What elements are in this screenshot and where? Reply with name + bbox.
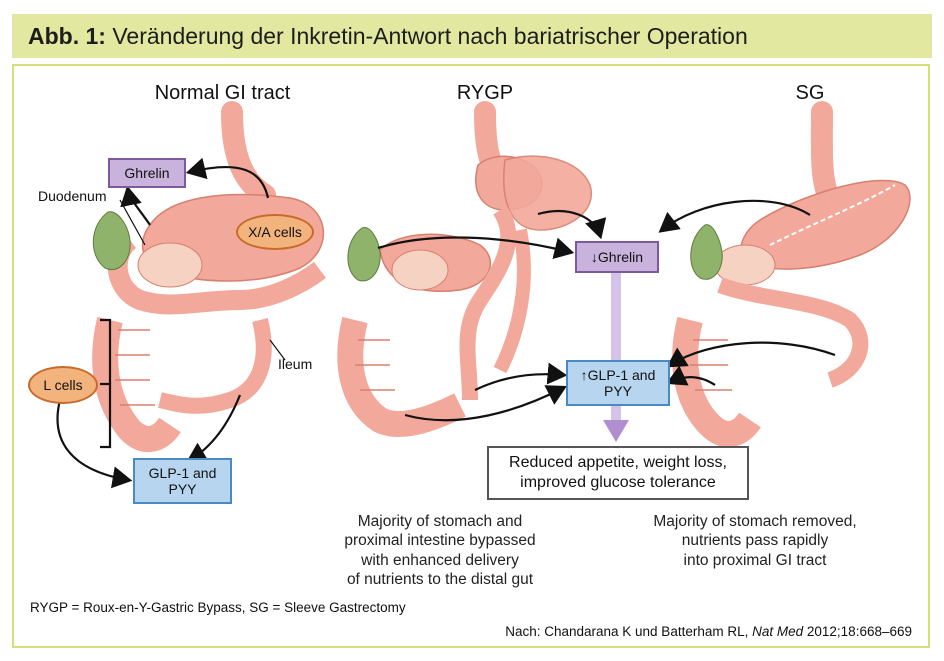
glp1-pyy-increase-line2: PYY [603,383,632,399]
caption-sg-line: nutrients pass rapidly [681,532,829,550]
result-line2: improved glucose tolerance [520,474,716,491]
caption-rygp-line: of nutrients to the distal gut [346,571,534,589]
ghrelin-box: Ghrelin [108,158,186,188]
column-title-normal: Normal GI tract [154,82,291,104]
normal-gi-anatomy [92,101,326,452]
sg-anatomy [672,101,911,447]
column-title-sg: SG [795,82,825,104]
caption-rygp-line: with enhanced delivery [361,551,519,569]
abbreviation-note: RYGP = Roux-en-Y-Gastric Bypass, SG = Sl… [30,600,406,615]
figure-frame [12,64,930,648]
source-suffix: 2012;18:668–669 [803,624,912,639]
source-prefix: Nach: Chandarana K und Batterham RL, [505,624,753,639]
ghrelin-decrease-box: ↓Ghrelin [575,241,659,273]
source-journal: Nat Med [752,624,804,639]
glp1-pyy-increase-box: ↑GLP-1 and PYY [566,360,670,406]
ileum-label: Ileum [278,356,313,372]
figure-header: Abb. 1: Veränderung der Inkretin-Antwort… [12,14,932,58]
rygp-anatomy [337,101,593,437]
caption-sg-line: Majority of stomach removed, [653,513,857,530]
caption-rygp-line: Majority of stomach and [357,513,523,530]
caption-sg: Majority of stomach removed, nutrients p… [630,512,880,570]
caption-sg-line: into proximal GI tract [683,551,827,569]
glp1-pyy-increase-line1: ↑GLP-1 and [580,366,656,383]
result-box: Reduced appetite, weight loss, improved … [487,446,749,500]
figure-number: Abb. 1: [28,22,106,49]
xa-cells-oval: X/A cells [236,214,314,250]
duodenum-label: Duodenum [38,188,107,204]
result-line1: Reduced appetite, weight loss, [509,454,727,471]
figure-title: Abb. 1: Veränderung der Inkretin-Antwort… [28,23,748,50]
caption-rygp: Majority of stomach and proximal intesti… [310,512,570,590]
figure-title-text: Veränderung der Inkretin-Antwort nach ba… [112,22,748,49]
source-citation: Nach: Chandarana K und Batterham RL, Nat… [505,624,912,639]
glp1-pyy-line2: PYY [168,481,197,497]
caption-rygp-line: proximal intestine bypassed [344,532,536,550]
glp1-pyy-box: GLP-1 and PYY [133,458,232,504]
glp1-pyy-line1: GLP-1 and [148,464,217,481]
column-title-rygp: RYGP [456,82,514,104]
l-cells-oval: L cells [28,366,98,404]
